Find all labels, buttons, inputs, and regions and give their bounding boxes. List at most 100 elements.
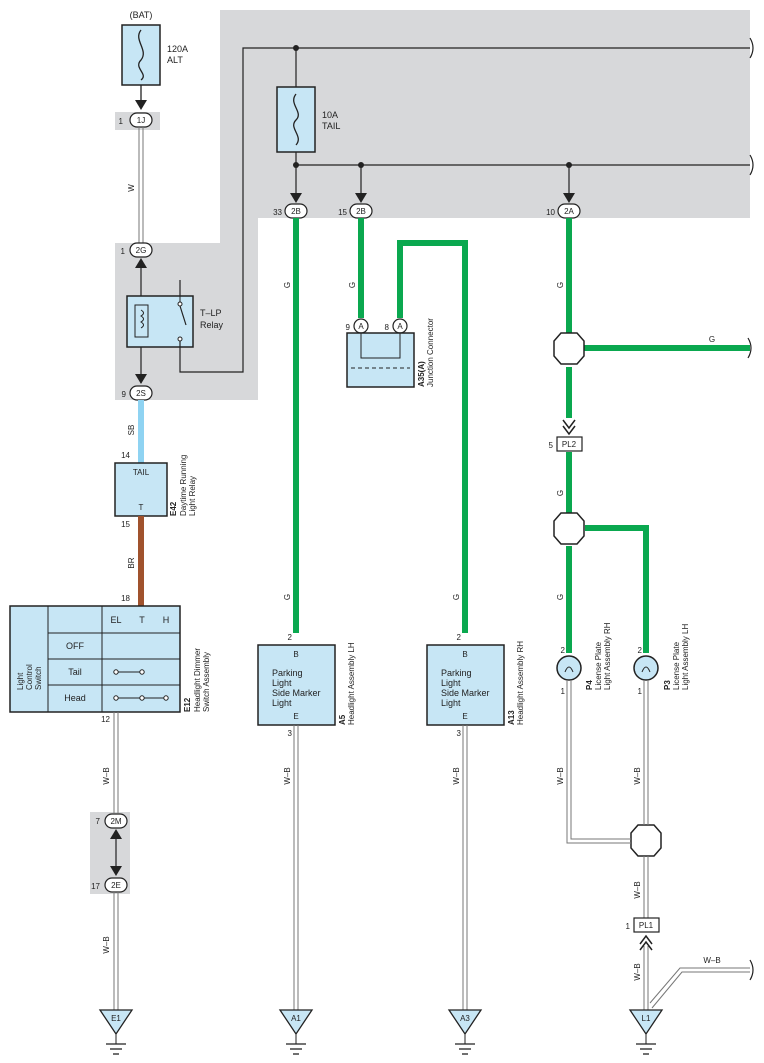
diagram-label: W–B [633, 881, 642, 898]
diagram-label: PL1 [639, 921, 654, 930]
diagram-label: 15 [338, 208, 347, 217]
diagram-label: 2A [564, 207, 574, 216]
diagram-label: TAIL [133, 468, 150, 477]
connector-pl1: 1 PL1 [626, 917, 660, 951]
diagram-label: Light [441, 698, 461, 708]
ground-wires-wb [293, 680, 750, 1010]
diagram-label: Side Marker [441, 688, 490, 698]
diagram-label: P4 [585, 680, 594, 690]
wire-sb: SB [127, 400, 144, 463]
diagram-label: G [556, 490, 565, 496]
diagram-label: 14 [121, 451, 130, 460]
diagram-label: Switch [34, 666, 43, 690]
diagram-label: B [293, 650, 298, 659]
headlight-assembly-rh: 2 B Parking Light Side Marker Light E A1… [426, 633, 525, 738]
diagram-label: 17 [91, 882, 100, 891]
license-plate-light-rh: 2 1 P4 License Plate Light Assembly RH [556, 622, 612, 696]
diagram-label: Headlight Dimmer [193, 648, 202, 712]
fuse-icon [293, 93, 299, 146]
diagram-label: 2 [288, 633, 293, 642]
fuse-icon [138, 29, 144, 81]
bulb-icon [564, 666, 574, 673]
diagram-label: G [452, 594, 461, 600]
diagram-label: Light Assembly RH [603, 622, 612, 690]
ground-a3: A3 [447, 1009, 483, 1055]
diagram-label: E [462, 712, 467, 721]
diagram-label: Head [64, 693, 86, 703]
diagram-label: 2S [136, 389, 146, 398]
junction-connector: 9 A 8 A A35(A) Junction Connector [346, 318, 435, 388]
diagram-label: H [163, 615, 170, 625]
diagram-label: T [139, 503, 144, 512]
diagram-label: 2B [356, 207, 366, 216]
diagram-label: W–B [633, 963, 642, 980]
diagram-label: Parking [272, 668, 303, 678]
diagram-label: T–LP [200, 308, 222, 318]
diagram-label: 9 [346, 323, 351, 332]
green-wire-labels: G G G G G G G G [283, 282, 715, 600]
diagram-label: Light [16, 672, 25, 690]
diagram-label: A35(A) [417, 361, 426, 387]
connector-pl2: 5 PL2 [549, 419, 583, 452]
diagram-label: 1 [561, 687, 566, 696]
diagram-label: 3 [457, 729, 462, 738]
splice-points [553, 332, 662, 857]
diagram-label: A1 [291, 1014, 301, 1023]
diagram-label: A13 [507, 710, 516, 725]
diagram-label: W–B [633, 767, 642, 784]
diagram-label: G [283, 594, 292, 600]
diagram-label: G [283, 282, 292, 288]
diagram-label: B [462, 650, 467, 659]
diagram-label: 1 [121, 247, 126, 256]
diagram-label: 1 [119, 117, 124, 126]
diagram-label: Side Marker [272, 688, 321, 698]
diagram-label: 8 [385, 323, 390, 332]
diagram-label: A3 [460, 1014, 470, 1023]
diagram-label: 2 [457, 633, 462, 642]
diagram-label: 2G [136, 246, 147, 255]
ground-l1: L1 [628, 1009, 664, 1055]
wire-wb-switch: W–B 7 2M 17 2E W–B [91, 712, 128, 1010]
diagram-label: G [556, 282, 565, 288]
diagram-label: G [709, 335, 715, 344]
diagram-label: L1 [642, 1014, 651, 1023]
diagram-label: Light [272, 678, 292, 688]
relay-coil-icon [140, 309, 144, 329]
ground-a1: A1 [278, 1009, 314, 1055]
junction-block-outputs: 33 2B 15 2B 10 2A [273, 165, 581, 219]
alt-fuse-name: ALT [167, 55, 183, 65]
diagram-label: Control [25, 664, 34, 690]
diagram-label: 2E [111, 881, 121, 890]
diagram-label: 1J [137, 116, 145, 125]
alt-fuse-amp: 120A [167, 44, 188, 54]
diagram-label: Light Relay [188, 476, 197, 516]
diagram-label: W–B [452, 767, 461, 784]
battery-label: (BAT) [130, 10, 153, 20]
bulb-icon [641, 666, 651, 673]
ground-e1: E1 [98, 1009, 134, 1055]
wire-br: BR 18 [121, 516, 144, 606]
diagram-label: Tail [68, 667, 82, 677]
diagram-label: W–B [102, 936, 111, 953]
connector-arrow-icon [135, 100, 147, 110]
diagram-label: G [556, 594, 565, 600]
license-plate-light-lh: 2 1 P3 License Plate Light Assembly LH [633, 624, 690, 696]
diagram-label: Junction Connector [426, 318, 435, 387]
diagram-label: 2B [291, 207, 301, 216]
diagram-label: 10 [546, 208, 555, 217]
diagram-label: Switch Assembly [202, 652, 211, 712]
connector-2g: 1 2G [121, 242, 153, 268]
diagram-label: G [348, 282, 357, 288]
diagram-label: 15 [121, 520, 130, 529]
daytime-running-light-relay: 14 TAIL T E42 Daytime Running Light Rela… [114, 451, 197, 529]
diagram-label: E12 [183, 697, 192, 712]
diagram-label: 33 [273, 208, 282, 217]
tail-fuse: 10A TAIL [276, 45, 750, 168]
diagram-label: 10A [322, 110, 338, 120]
wire-w: W [127, 127, 144, 243]
diagram-label: Headlight Assembly LH [347, 642, 356, 725]
diagram-label: W–B [556, 767, 565, 784]
diagram-label: Relay [200, 320, 224, 330]
